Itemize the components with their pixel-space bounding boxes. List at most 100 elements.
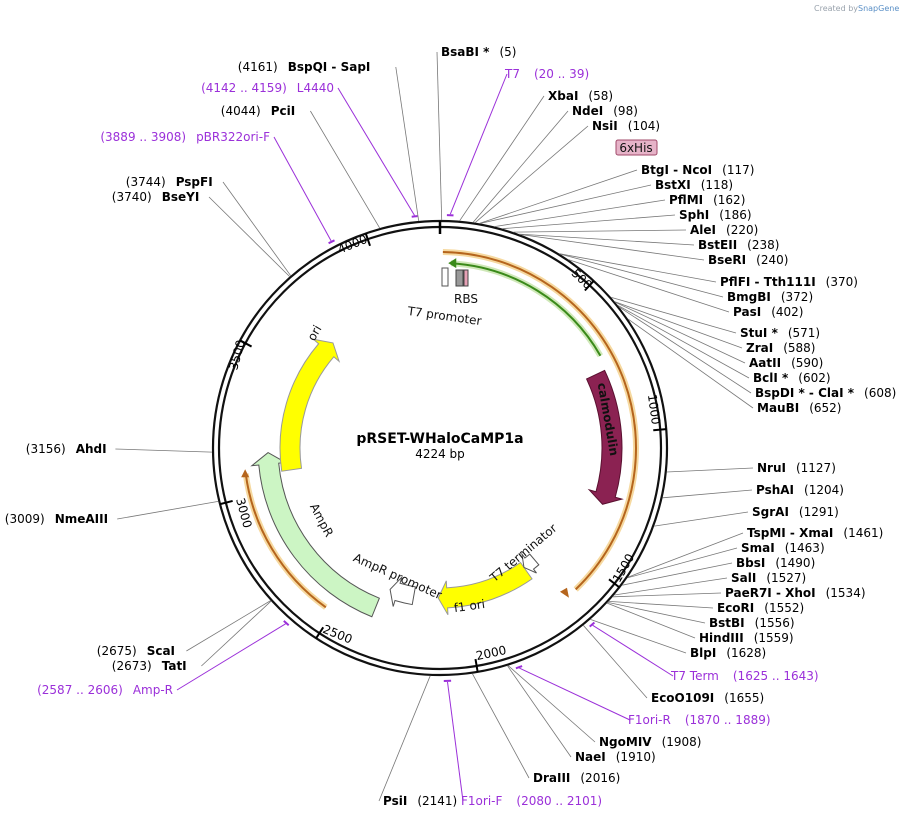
site-name: HindIII [699,631,744,645]
f1-ori-label: f1 ori [453,597,486,615]
site-leader [611,297,737,334]
site-leader [519,234,705,261]
f1-ori-arrow [437,561,533,616]
site-leader [617,305,750,379]
site-pos: (1527) [766,571,806,585]
site-name: PaeR7I - XhoI [725,586,816,600]
site-label: EcoRI(1552) [717,601,804,615]
site-pos: (3009) [5,512,45,526]
site-leader [507,665,596,743]
primer-name: F1ori-R [628,713,671,727]
site-leader [472,110,569,223]
site-leader [378,675,431,802]
site-pos: (372) [781,290,813,304]
site-pos: (1461) [843,526,883,540]
calmodulin-arrow [585,369,624,505]
site-leader [518,233,695,246]
site-pos: (402) [771,305,803,319]
site-label: DraIII(2016) [533,771,620,785]
site-pos: (2675) [97,644,137,658]
tick-label: 2000 [475,643,508,663]
site-leader [614,301,743,349]
t7-promoter-label: T7 promoter [406,304,483,328]
site-pos: (220) [726,223,758,237]
sixhis-block [463,269,469,287]
site-name: NsiI [592,119,618,133]
ring-tick [364,233,371,247]
site-label: SgrAI(1291) [752,505,839,519]
primer-range: (1870 .. 1889) [685,713,771,727]
site-label: BtgI - NcoI(117) [641,163,754,177]
primer-name: L4440 [297,81,334,95]
site-name: XbaI [548,89,578,103]
site-name: SmaI [741,541,775,555]
primer-name: Amp-R [133,683,173,697]
site-leader [186,600,271,652]
site-pos: (588) [783,341,815,355]
site-name: BsaBI * [441,45,490,59]
site-label: SphI(186) [679,208,752,222]
primer-label: F1ori-R (1870 .. 1889) [628,713,771,727]
rbs-label: RBS [454,292,478,306]
primer-label: (4142 .. 4159)L4440 [201,81,334,95]
site-label: MauBI(652) [757,401,841,415]
primer-range: (3889 .. 3908) [100,130,186,144]
site-label: TspMI - XmaI(1461) [747,526,883,540]
site-pos: (238) [747,238,779,252]
site-label: NsiI (104) [592,119,660,133]
site-name: PsiI [383,794,407,808]
site-pos: (4044) [221,104,261,118]
site-name: BlpI [690,646,716,660]
cds-arc [442,251,637,591]
tick-label: 4000 [336,232,370,256]
site-name: SgrAI [752,505,789,519]
primer-label: F1ori-F(2080 .. 2101) [461,794,602,808]
site-leader [627,547,738,579]
credit-brand: SnapGene [858,4,899,13]
sixhis-label: 6xHis [619,141,652,155]
site-label: BlpI(1628) [690,646,766,660]
site-name: BmgBI [727,290,771,304]
site-label: (4161)BspQI - SapI [238,60,371,74]
site-name: AatII [749,356,781,370]
site-label: StuI * (571) [740,326,820,340]
site-leader [627,532,744,578]
site-name: BbsI [736,556,765,570]
site-leader [494,199,666,227]
site-leader [474,125,589,224]
site-leader [436,51,443,221]
site-label: ZraI(588) [746,341,815,355]
primer-range: (20 .. 39) [534,67,589,81]
site-name: PflFI - Tth111I [720,275,816,289]
site-leader [208,196,290,277]
site-leader [395,66,420,222]
site-pos: (1655) [724,691,764,705]
site-name: StuI * [740,326,779,340]
site-leader [654,511,749,527]
site-pos: (571) [788,326,820,340]
site-pos: (608) [864,386,896,400]
site-label: SalI(1527) [731,571,806,585]
primer-mark [328,239,335,245]
site-leader [615,301,746,364]
site-leader [479,184,652,224]
site-name: PasI [733,305,761,319]
site-leader [222,181,292,276]
site-label: BstXI(118) [655,178,733,192]
primer-mark [411,215,418,218]
primer-range: (1625 .. 1643) [733,669,819,683]
site-name: NruI [757,461,786,475]
site-name: ScaI [147,644,175,658]
site-label: PasI (402) [733,305,803,319]
site-leader [479,169,638,224]
site-label: BbsI(1490) [736,556,815,570]
primer-leader [519,667,631,721]
site-label: (3009)NmeAIII [5,512,108,526]
site-pos: (104) [628,119,660,133]
plasmid-length: 4224 bp [415,447,465,461]
site-label: HindIII(1559) [699,631,794,645]
site-label: BspDI * - ClaI *(608) [755,386,896,400]
site-pos: (2016) [580,771,620,785]
site-name: PspFI [176,175,213,189]
site-pos: (3740) [112,190,152,204]
